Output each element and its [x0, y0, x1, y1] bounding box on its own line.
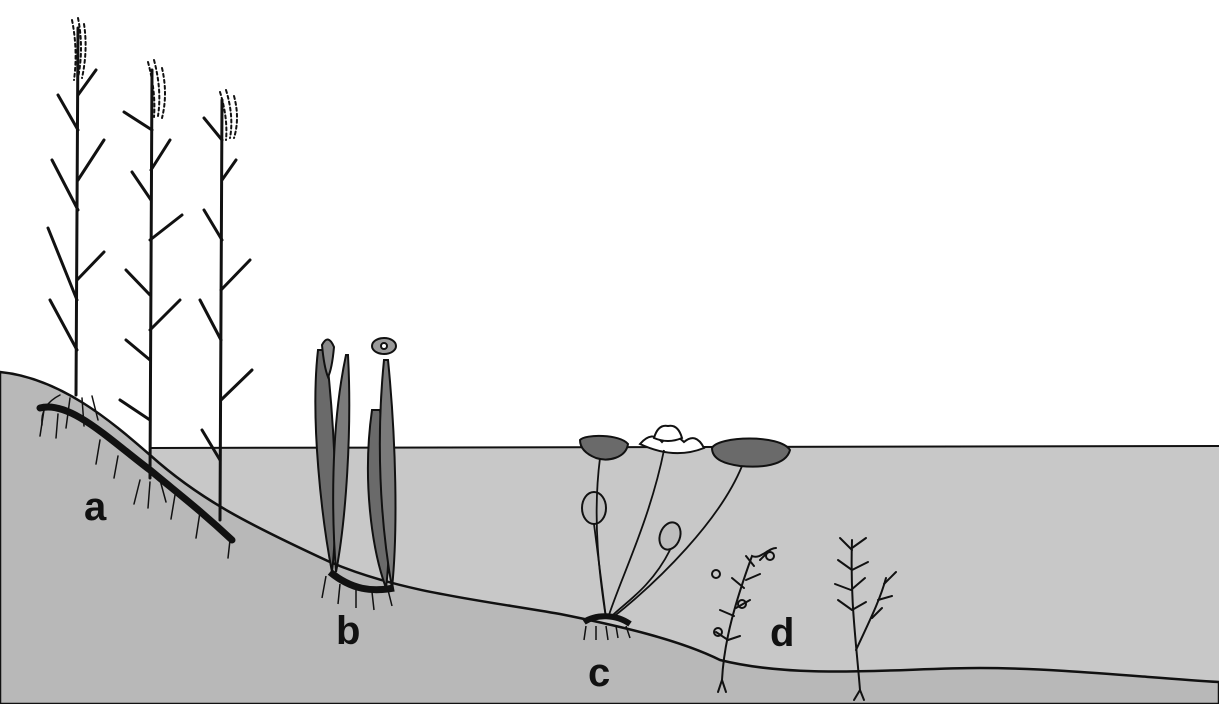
- submerged-leaf: [582, 492, 606, 524]
- zone-label-c: c: [588, 651, 610, 695]
- lily-pad: [712, 439, 790, 467]
- zone-label-b: b: [336, 609, 360, 653]
- reed-plant: [42, 18, 104, 428]
- zone-label-a: a: [84, 485, 107, 529]
- zone-label-d: d: [770, 611, 794, 655]
- lily-flower: [640, 426, 704, 453]
